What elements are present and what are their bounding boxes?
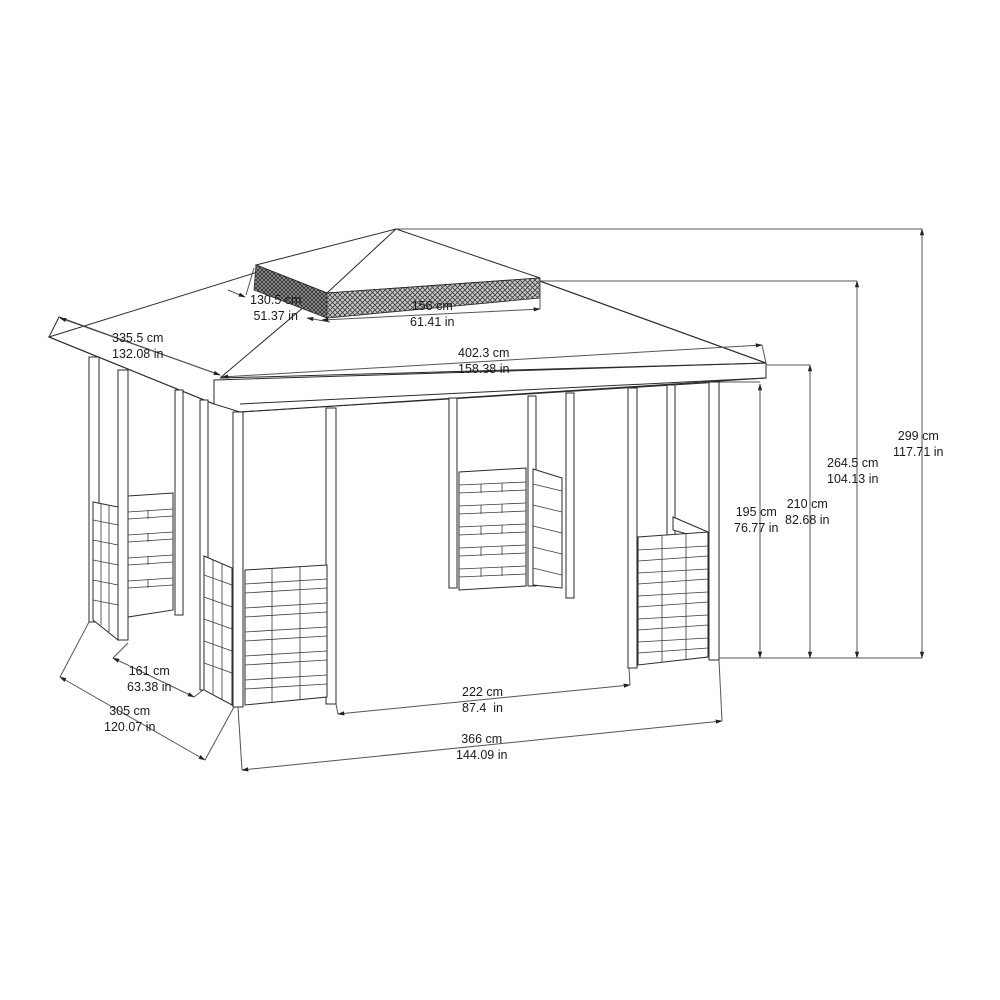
height-total-in: 117.71 in — [893, 445, 944, 459]
roof-width-cm: 402.3 cm — [458, 346, 510, 360]
height-clearance-cm: 195 cm — [735, 505, 777, 519]
side-opening-label: 161 cm 63.38 in — [127, 663, 171, 695]
vent-depth-cm: 130.5 cm — [250, 293, 302, 307]
height-vent-base-in: 104.13 in — [827, 472, 879, 486]
posts — [88, 356, 720, 708]
vent-depth-label: 130.5 cm 51.37 in — [250, 292, 301, 324]
vent-depth-in: 51.37 in — [253, 309, 298, 323]
trellis-panel-left-side — [92, 501, 119, 642]
roof-width-label: 402.3 cm 158.38 in — [458, 345, 509, 377]
vent-width-cm: 156 cm — [411, 299, 453, 313]
side-opening-in: 63.38 in — [127, 680, 172, 694]
height-clearance-label: 195 cm 76.77 in — [734, 504, 778, 536]
base-width-label: 366 cm 144.09 in — [456, 731, 507, 763]
trellis-panel-front-left — [244, 564, 328, 706]
front-opening-in: 87.4 in — [462, 701, 504, 715]
vent-width-label: 156 cm 61.41 in — [410, 298, 454, 330]
height-clearance-in: 76.77 in — [734, 521, 779, 535]
base-depth-cm: 305 cm — [109, 704, 151, 718]
front-opening-label: 222 cm 87.4 in — [462, 684, 503, 716]
vent-width-in: 61.41 in — [410, 315, 455, 329]
side-opening-cm: 161 cm — [128, 664, 170, 678]
height-total-cm: 299 cm — [897, 429, 939, 443]
dimension-lines — [59, 228, 925, 772]
trellis-panel-back-center — [458, 467, 527, 591]
height-vent-base-cm: 264.5 cm — [827, 456, 879, 470]
height-vent-base-label: 264.5 cm 104.13 in — [827, 455, 878, 487]
roof-depth-label: 335.5 cm 132.08 in — [112, 330, 163, 362]
roof-depth-cm: 335.5 cm — [112, 331, 164, 345]
trellis-panel-left-back — [127, 492, 174, 618]
base-width-in: 144.09 in — [456, 748, 508, 762]
roof-width-in: 158.38 in — [458, 362, 510, 376]
trellis-panel-front-right — [637, 516, 709, 666]
trellis-panel-back-center-side — [532, 468, 563, 589]
trellis-panel-front-left-side — [203, 555, 233, 706]
height-total-label: 299 cm 117.71 in — [893, 428, 944, 460]
height-eave-label: 210 cm 82.68 in — [785, 496, 829, 528]
base-depth-label: 305 cm 120.07 in — [104, 703, 155, 735]
roof-depth-in: 132.08 in — [112, 347, 164, 361]
base-depth-in: 120.07 in — [104, 720, 156, 734]
front-opening-cm: 222 cm — [462, 685, 503, 699]
base-width-cm: 366 cm — [461, 732, 503, 746]
height-eave-in: 82.68 in — [785, 513, 830, 527]
height-eave-cm: 210 cm — [786, 497, 828, 511]
